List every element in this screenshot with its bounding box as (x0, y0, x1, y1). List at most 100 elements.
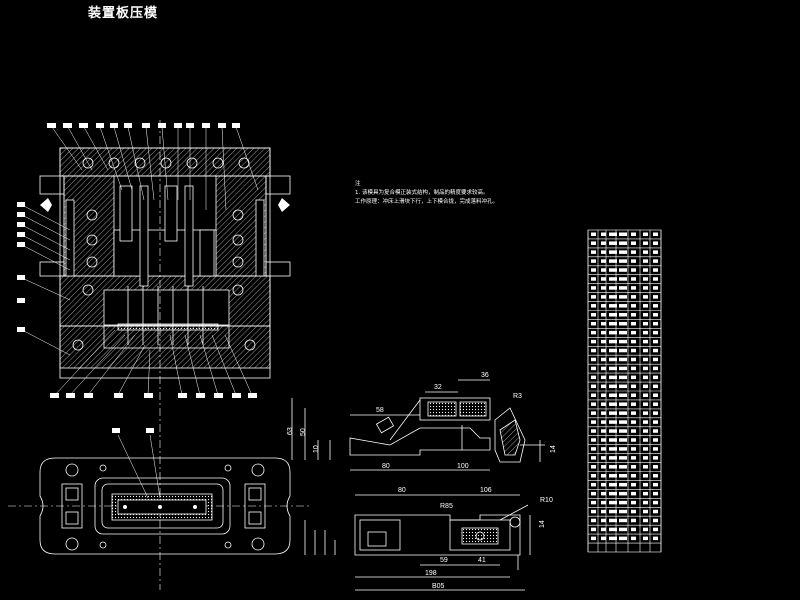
table-cell-mark (643, 438, 648, 442)
part-balloons-side (21, 204, 253, 396)
table-cell-mark (591, 456, 596, 460)
table-cell-mark (631, 241, 636, 245)
table-cell-mark (619, 518, 627, 523)
table-cell-mark (643, 500, 648, 505)
table-cell-mark (619, 402, 627, 406)
table-cell-mark (619, 250, 627, 254)
table-cell-mark (601, 402, 606, 406)
table-cell-mark (609, 339, 617, 344)
table-cell-mark (643, 321, 648, 326)
table-cell-mark (609, 268, 617, 272)
table-cell-mark (643, 375, 648, 380)
table-cell-mark (653, 357, 658, 362)
table-cell-mark (609, 518, 617, 523)
dim-205: B05 (432, 583, 445, 590)
table-cell-mark (653, 447, 658, 451)
table-cell-mark (591, 384, 596, 389)
table-cell-mark (601, 286, 606, 290)
table-cell-mark (631, 348, 636, 353)
table-cell-mark (619, 348, 627, 353)
table-cell-mark (619, 286, 627, 290)
dim-63: 63 (287, 427, 294, 435)
table-cell-mark (653, 500, 658, 505)
table-cell-mark (601, 447, 606, 451)
table-cell-mark (653, 527, 658, 532)
plan-view-marks (112, 428, 197, 509)
table-cell-mark (609, 357, 617, 362)
table-cell-mark (601, 491, 606, 496)
table-cell-mark (631, 277, 636, 281)
table-cell-mark (609, 465, 617, 469)
table-cell-mark (643, 456, 648, 460)
table-cell-mark (591, 482, 596, 487)
table-cell-mark (631, 286, 636, 290)
table-cell-mark (653, 509, 658, 514)
table-cell-mark (609, 447, 617, 451)
table-cell-mark (619, 491, 627, 496)
table-cell-mark (591, 232, 596, 236)
table-cell-mark (631, 313, 636, 317)
table-cell-mark (601, 375, 606, 380)
table-cell-mark (591, 527, 596, 532)
table-cell-mark (643, 286, 648, 290)
part-balloons-top-marks (47, 123, 240, 128)
table-cell-mark (591, 259, 596, 263)
table-cell-mark (601, 474, 606, 478)
table-cell-mark (619, 304, 627, 308)
table-cell-mark (653, 474, 658, 478)
table-cell-mark (601, 429, 606, 433)
table-cell-mark (619, 509, 627, 514)
table-cell-mark (591, 447, 596, 451)
table-cell-mark (591, 420, 596, 424)
table-cell-mark (609, 241, 617, 245)
table-cell-mark (631, 268, 636, 272)
parts-list-table (587, 229, 662, 553)
table-cell-mark (601, 250, 606, 254)
table-cell-mark (601, 482, 606, 487)
table-cell-mark (631, 339, 636, 344)
table-cell-mark (601, 518, 606, 523)
table-cell-mark (609, 527, 617, 532)
table-cell-mark (643, 536, 648, 541)
dim-41: 41 (478, 557, 486, 564)
table-cell-mark (619, 277, 627, 281)
table-cell-mark (601, 304, 606, 308)
table-cell-mark (609, 482, 617, 487)
table-cell-mark (631, 321, 636, 326)
table-cell-mark (601, 259, 606, 263)
table-cell-mark (653, 330, 658, 335)
table-cell-mark (619, 313, 627, 317)
table-cell-mark (591, 429, 596, 433)
dim-58: 58 (376, 407, 384, 414)
table-cell-mark (609, 232, 617, 236)
table-cell-mark (653, 259, 658, 263)
table-cell-mark (653, 277, 658, 281)
table-cell-mark (601, 366, 606, 371)
table-cell-mark (601, 500, 606, 505)
table-cell-mark (653, 438, 658, 442)
table-cell-mark (619, 384, 627, 389)
table-cell-mark (619, 339, 627, 344)
table-cell-mark (591, 465, 596, 469)
table-cell-mark (653, 465, 658, 469)
table-cell-mark (643, 277, 648, 281)
table-cell-mark (653, 411, 658, 415)
table-cell-mark (619, 429, 627, 433)
table-cell-mark (601, 509, 606, 514)
table-cell-mark (631, 420, 636, 424)
dim-r10: R10 (540, 497, 553, 504)
dim-r3: R3 (513, 393, 522, 400)
table-cell-mark (631, 429, 636, 433)
table-cell-mark (591, 268, 596, 272)
table-cell-mark (653, 420, 658, 424)
table-cell-mark (643, 357, 648, 362)
dim-10: 10 (313, 445, 320, 453)
table-cell-mark (653, 491, 658, 496)
dim-80: 80 (382, 463, 390, 470)
table-cell-mark (601, 456, 606, 460)
table-cell-mark (631, 491, 636, 496)
table-cell-mark (601, 232, 606, 236)
table-cell-mark (591, 321, 596, 326)
table-cell-mark (631, 438, 636, 442)
